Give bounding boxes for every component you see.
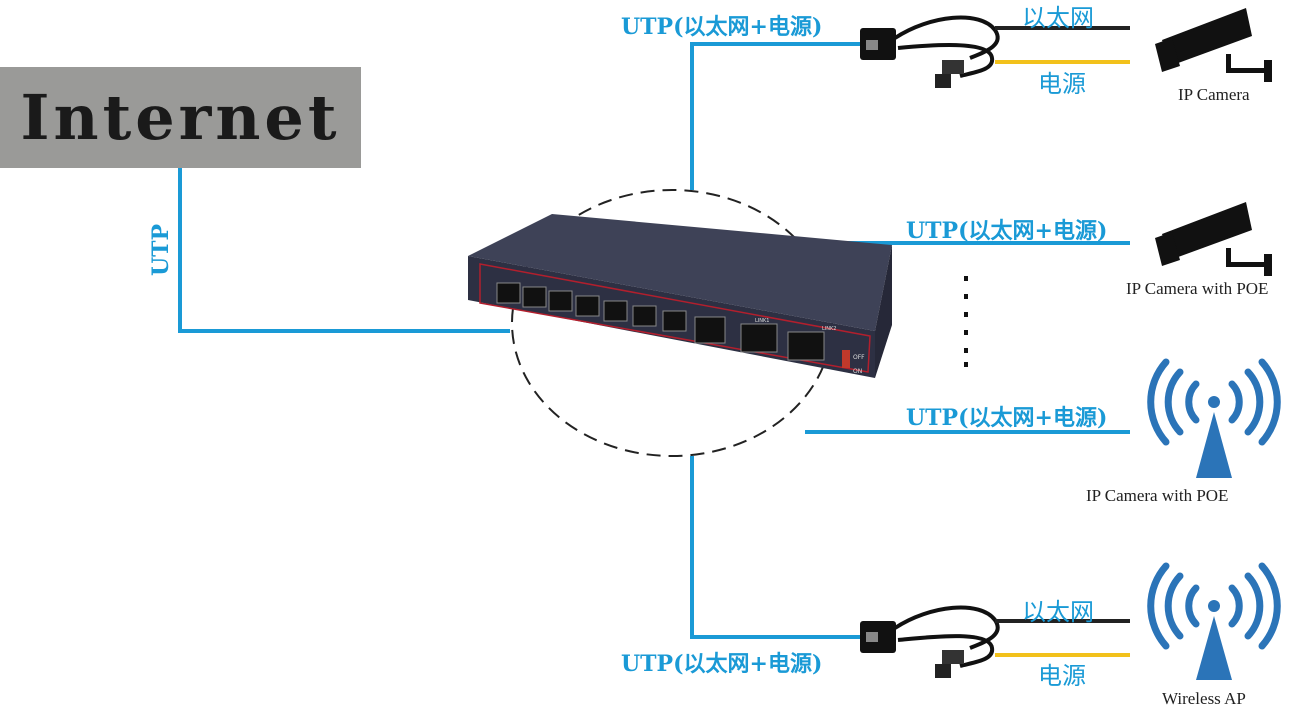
splitter-bottom-power-label: 电源	[1038, 662, 1086, 690]
ellipsis-dots	[964, 276, 968, 367]
link-camera3-label: UTP(以太网+电源)	[906, 405, 1108, 431]
internet-label: Internet	[20, 81, 341, 154]
switch-on-label: ON	[853, 368, 863, 375]
camera-icon	[1155, 202, 1272, 276]
device-label-camera1: IP Camera	[1178, 85, 1250, 104]
poe-switch	[468, 214, 892, 378]
splitter-top-power-label: 电源	[1038, 70, 1086, 98]
uplink-label: UTP	[148, 223, 174, 276]
device-label-ap: Wireless AP	[1162, 689, 1246, 708]
device-label-camera2: IP Camera with POE	[1126, 279, 1269, 298]
splitter-bottom-ethernet-label: 以太网	[1022, 598, 1094, 626]
link-top-line	[690, 42, 860, 190]
wireless-ap-icon	[1147, 562, 1281, 680]
camera-icon	[1155, 8, 1272, 82]
internet-box: Internet	[0, 67, 361, 168]
switch-off-label: OFF	[853, 354, 865, 361]
switch-toggle	[842, 350, 850, 368]
link-camera2-label: UTP(以太网+电源)	[906, 218, 1108, 244]
switch-ports	[496, 282, 825, 361]
wireless-ap-icon	[1147, 358, 1281, 478]
uplink-line	[178, 168, 510, 333]
device-label-camera3: IP Camera with POE	[1086, 486, 1229, 505]
link-bottom-label: UTP(以太网+电源)	[621, 651, 823, 677]
link-top-label: UTP(以太网+电源)	[621, 14, 823, 40]
splitter-top	[860, 15, 1130, 88]
splitter-top-ethernet-label: 以太网	[1022, 4, 1094, 32]
switch-link1-label: LINK1	[755, 318, 770, 324]
switch-link2-label: LINK2	[822, 326, 837, 332]
splitter-bottom	[860, 605, 1130, 678]
link-bottom-line	[690, 456, 860, 639]
